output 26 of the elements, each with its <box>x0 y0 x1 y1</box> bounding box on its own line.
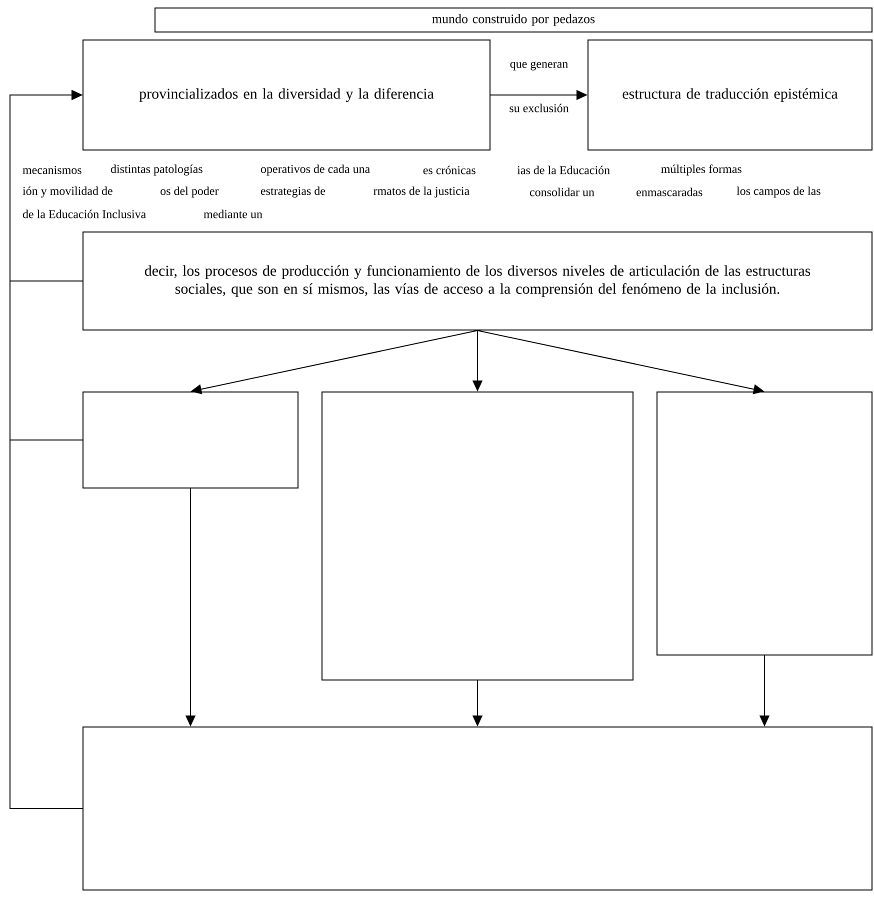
note-text: es crónicas <box>423 166 476 174</box>
text-box: provincializados en la diversidad y la diferencia <box>82 40 490 150</box>
note-text: los campos de las <box>736 186 820 198</box>
note-text: ión y movilidad de <box>22 186 112 198</box>
note-text: consolidar un <box>530 188 594 196</box>
note-text: os del poder <box>160 186 219 198</box>
note-text: de la Educación Inclusiva <box>22 210 146 218</box>
note-text: rmatos de la justicia <box>374 186 470 198</box>
empty-box <box>656 392 872 656</box>
note-text: mecanismos <box>22 166 82 174</box>
text-box: mundo construido por pedazos <box>154 8 872 32</box>
note-text: mediante un <box>204 210 262 218</box>
note-text: ias de la Educación <box>517 166 610 174</box>
empty-box <box>322 392 634 680</box>
empty-box <box>82 726 872 890</box>
empty-box <box>82 392 298 488</box>
note-text: distintas patologías <box>110 164 202 176</box>
text-box: estructura de traducción epistémica <box>588 40 872 150</box>
text-box: decir, los procesos de producción y funcionamiento de los diversos niveles de articulación de las estructuras sociales, que son en sí mismos, las vías de acceso a la comprensión del fenómeno de la inclusión. <box>82 232 872 330</box>
note-text: múltiples formas <box>661 164 742 176</box>
note-text: estrategias de <box>260 186 326 198</box>
note-text: enmascaradas <box>636 188 702 196</box>
note-text: su exclusión <box>510 104 569 112</box>
arrow <box>10 90 83 440</box>
note-text: que generan <box>510 62 568 70</box>
note-text: operativos de cada una <box>260 164 370 176</box>
